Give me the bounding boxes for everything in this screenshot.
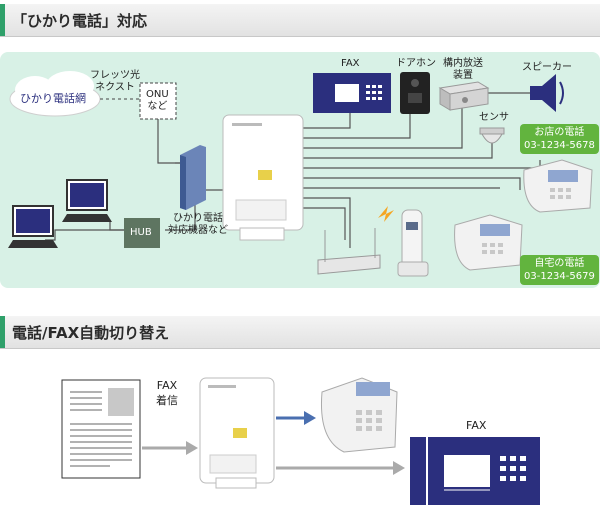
onu-label: ONU など bbox=[146, 89, 169, 112]
home-phone-label: 自宅の電話 03-1234-5679 bbox=[520, 255, 599, 285]
adapter-device-icon bbox=[180, 145, 206, 210]
sensor-label: センサ bbox=[479, 112, 509, 123]
cloud-label: ひかり電話網 bbox=[20, 92, 86, 105]
fax-machine-icon bbox=[410, 437, 540, 505]
document-icon bbox=[61, 379, 141, 479]
fax-label: FAX bbox=[341, 58, 360, 69]
header-accent-bar bbox=[0, 4, 5, 36]
flets-label: フレッツ光 ネクスト bbox=[90, 70, 140, 93]
speaker-label: スピーカー bbox=[522, 62, 572, 73]
header-accent-bar bbox=[0, 316, 5, 348]
sensor-icon bbox=[479, 127, 505, 144]
section-header-fax: 電話/FAX自動切り替え bbox=[0, 316, 600, 349]
pc-icon bbox=[8, 205, 58, 248]
section-title-hikari: 「ひかり電話」対応 bbox=[12, 12, 148, 30]
fax-machine-label: FAX bbox=[466, 419, 487, 432]
section-title-fax: 電話/FAX自動切り替え bbox=[12, 324, 170, 342]
lightning-icon bbox=[378, 206, 394, 222]
store-phone-label: お店の電話 03-1234-5678 bbox=[520, 124, 599, 154]
wireless-access-point-icon bbox=[317, 228, 381, 275]
pbx-unit-icon bbox=[199, 377, 275, 489]
section-header-hikari: 「ひかり電話」対応 bbox=[0, 4, 600, 37]
doorphone-label: ドアホン bbox=[396, 58, 436, 69]
desk-phone-icon bbox=[454, 214, 523, 271]
cordless-phone-icon bbox=[397, 209, 429, 277]
connection-lines bbox=[45, 92, 541, 248]
speaker-icon bbox=[530, 74, 564, 112]
fax-machine-icon bbox=[313, 73, 391, 113]
cloud-icon bbox=[9, 71, 101, 117]
hub-label: HUB bbox=[130, 227, 152, 238]
doorphone-icon bbox=[400, 72, 430, 114]
pbx-unit-icon bbox=[222, 114, 304, 241]
adapter-label: ひかり電話 対応機器など bbox=[168, 213, 228, 236]
incoming-fax-label: FAX 着信 bbox=[156, 379, 178, 407]
desk-phone-icon bbox=[320, 377, 398, 453]
pa-system-icon bbox=[438, 81, 490, 111]
pa-label: 構内放送 装置 bbox=[443, 58, 483, 81]
desk-phone-icon bbox=[523, 159, 593, 213]
pc-icon bbox=[62, 179, 112, 222]
hub-box bbox=[124, 218, 160, 248]
